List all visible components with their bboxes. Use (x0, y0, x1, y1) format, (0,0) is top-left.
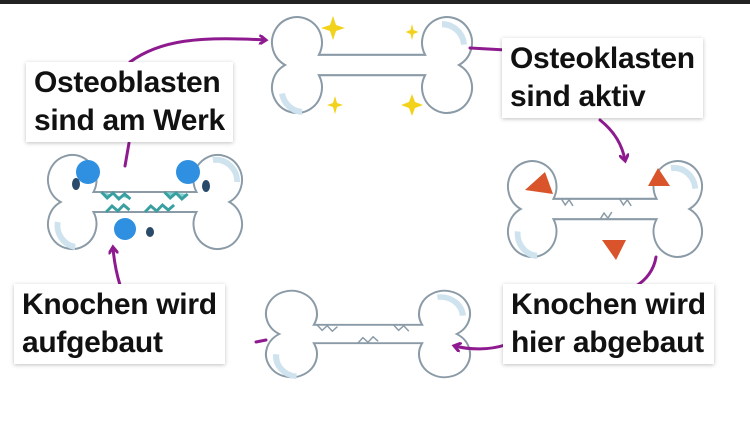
label-osteoclasts: Osteoklasten sind aktiv (502, 38, 703, 118)
label-bone-degraded: Knochen wird hier abgebaut (503, 284, 714, 364)
label-line: hier abgebaut (511, 326, 704, 359)
label-bone-built: Knochen wird aufgebaut (14, 284, 225, 364)
label-line: Osteoklasten (510, 42, 695, 75)
bone-osteoblasts (46, 153, 244, 251)
label-line: Knochen wird (22, 288, 217, 321)
label-line: sind am Werk (34, 104, 225, 137)
connector-osteoclasts-to-label (634, 255, 658, 288)
bone-osteoclasts (506, 160, 704, 259)
top-cropped-strip (0, 0, 750, 4)
bone-resorbed (264, 289, 472, 380)
bone-healthy (270, 16, 474, 115)
connector-healthy-to-osteoclasts (468, 46, 508, 52)
label-line: Knochen wird (511, 288, 706, 321)
osteoclast-cell-icon (525, 168, 670, 260)
connector-osteoblasts (123, 141, 131, 168)
label-line: aufgebaut (22, 326, 163, 359)
sparkle-icon (321, 16, 423, 116)
label-line: sind aktiv (510, 80, 646, 113)
arrow-to-osteoblasts (113, 248, 122, 287)
osteoblast-cell-icon (76, 160, 200, 240)
label-osteoblasts: Osteoblasten sind am Werk (26, 62, 233, 142)
arrow-to-healthy (128, 39, 265, 64)
connector-resorbed-to-label (254, 338, 268, 344)
label-line: Osteoblasten (34, 66, 221, 99)
arrow-to-resorbed (455, 345, 507, 349)
arrow-to-osteoclasts (598, 118, 625, 160)
